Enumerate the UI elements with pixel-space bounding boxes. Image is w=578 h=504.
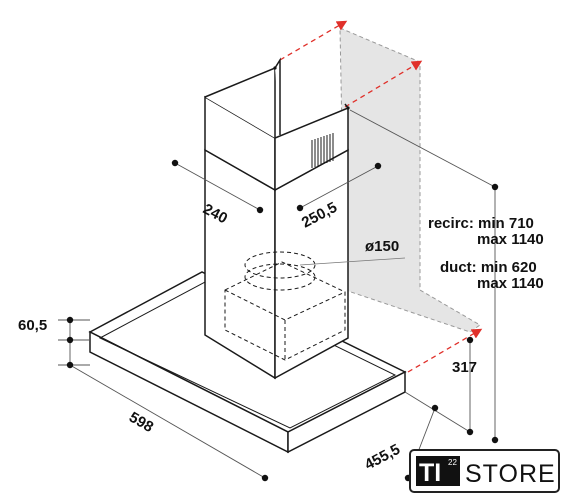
duct-max-label: max 1140 xyxy=(477,275,544,292)
hidden-duct xyxy=(224,251,346,361)
depth-label: 455,5 xyxy=(362,441,403,474)
chimney-lower xyxy=(204,148,349,380)
wall-offset-label: 317 xyxy=(452,359,477,376)
red-dashed-lower xyxy=(407,328,483,373)
recirc-max-label: max 1140 xyxy=(477,231,544,248)
duct-diameter-label: ø150 xyxy=(365,238,399,255)
logo-mark: TI xyxy=(419,459,441,487)
logo-mark-box xyxy=(416,456,460,486)
vent-grille xyxy=(311,133,334,168)
logo-superscript: 22 xyxy=(448,458,457,467)
recirc-min-label: recirc: min 710 xyxy=(428,215,534,232)
duct-min-label: duct: min 620 xyxy=(440,259,537,276)
dimension-dots xyxy=(66,66,499,482)
hood-height-label: 60,5 xyxy=(18,317,47,334)
store-logo: TI 22 STORE xyxy=(409,449,560,493)
red-dashed-upper xyxy=(344,60,423,108)
logo-word: STORE xyxy=(465,460,556,488)
wall-panel xyxy=(339,27,481,333)
red-dashed-top xyxy=(279,20,348,61)
diameter-leader xyxy=(299,257,406,266)
